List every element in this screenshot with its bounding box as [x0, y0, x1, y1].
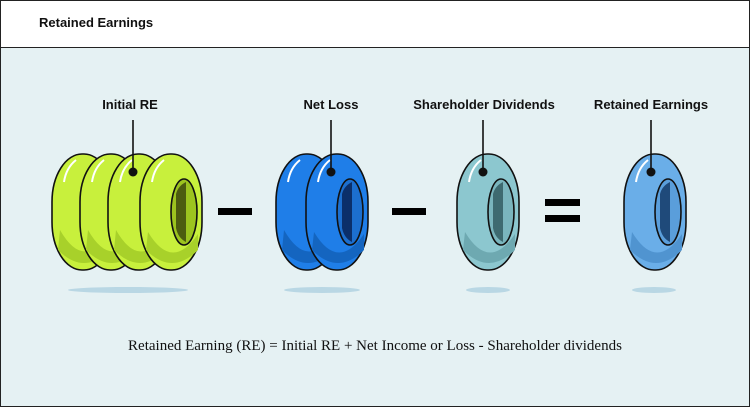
- ring-icon: [139, 153, 203, 271]
- retained-earnings-ring: [623, 153, 687, 271]
- ring-icon: [305, 153, 369, 271]
- page-title: Retained Earnings: [39, 15, 154, 30]
- ring-icon: [456, 153, 520, 271]
- leader-lines: [128, 120, 656, 177]
- minus-operator: [392, 208, 426, 215]
- label-initial-re: Initial RE: [102, 97, 158, 112]
- initial-re-shadow: [68, 287, 188, 293]
- formula-text: Retained Earning (RE) = Initial RE + Net…: [128, 338, 622, 354]
- leader-dot: [128, 167, 138, 177]
- label-net-loss: Net Loss: [303, 97, 359, 112]
- initial-re-rings: [51, 153, 203, 271]
- equals-operator-bottom: [545, 215, 580, 222]
- minus-operator: [218, 208, 252, 215]
- retained-shadow: [632, 287, 676, 293]
- leader-dot: [326, 167, 336, 177]
- equals-operator-top: [545, 199, 580, 206]
- dividends-shadow: [466, 287, 510, 293]
- label-shareholder-dividends: Shareholder Dividends: [413, 97, 555, 112]
- dividends-ring: [456, 153, 520, 271]
- leader-dot: [478, 167, 488, 177]
- label-retained-earnings: Retained Earnings: [593, 97, 709, 112]
- ring-icon: [623, 153, 687, 271]
- header: Retained Earnings: [1, 1, 749, 48]
- leader-dot: [646, 167, 656, 177]
- net-loss-shadow: [284, 287, 360, 293]
- net-loss-rings: [275, 153, 369, 271]
